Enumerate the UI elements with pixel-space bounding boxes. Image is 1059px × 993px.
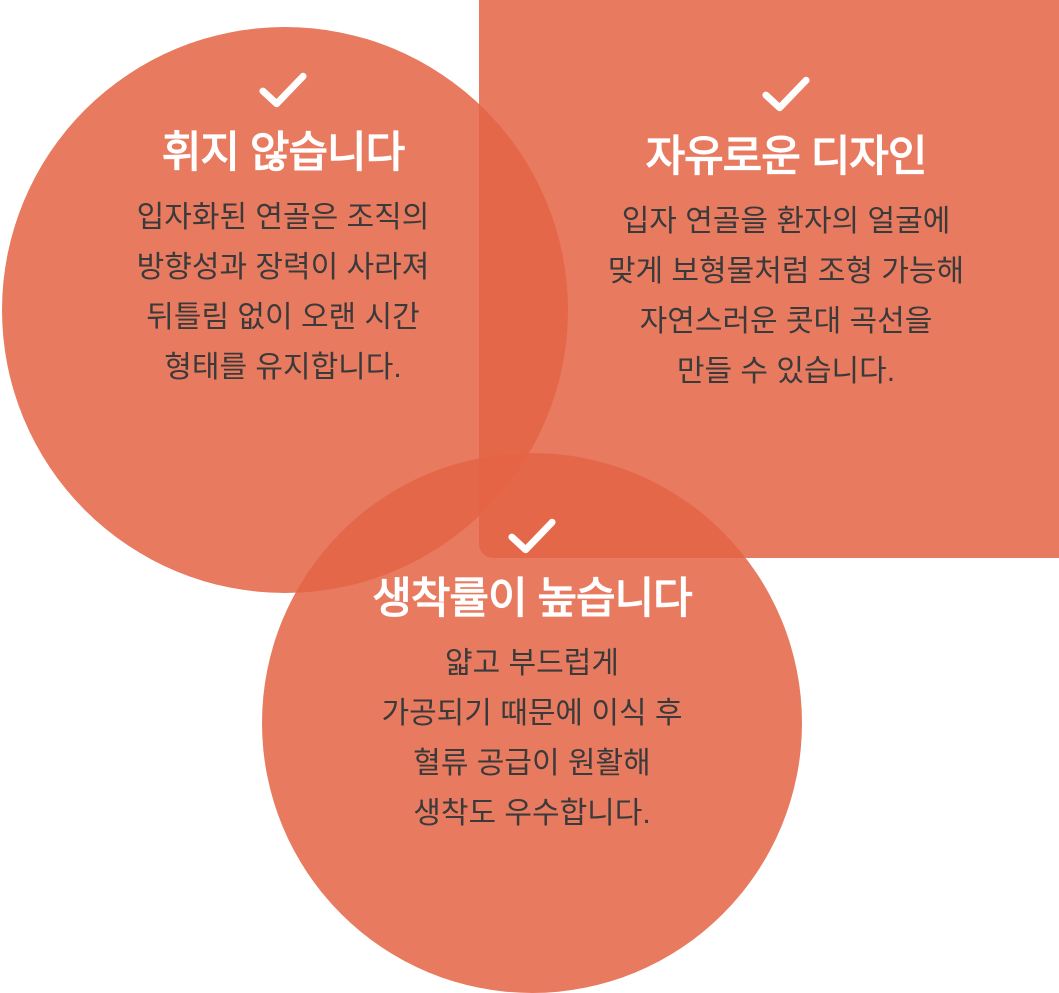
bottom-circle-shape bbox=[262, 453, 802, 993]
card-heading: 자유로운 디자인 bbox=[645, 133, 928, 181]
card-high-survival: 생착률이 높습니다 얇고 부드럽게 가공되기 때문에 이식 후 혈류 공급이 원… bbox=[322, 518, 742, 839]
card-heading: 생착률이 높습니다 bbox=[372, 575, 692, 623]
top-left-circle-shape bbox=[2, 27, 568, 593]
card-free-design: 자유로운 디자인 입자 연골을 환자의 얼굴에 맞게 보형물처럼 조형 가능해 … bbox=[566, 76, 1006, 397]
card-heading: 휘지 않습니다 bbox=[161, 129, 405, 177]
card-body-text: 입자 연골을 환자의 얼굴에 맞게 보형물처럼 조형 가능해 자연스러운 콧대 … bbox=[607, 205, 965, 389]
card-body-text: 얇고 부드럽게 가공되기 때문에 이식 후 혈류 공급이 원활해 생착도 우수합… bbox=[381, 647, 683, 831]
check-icon bbox=[762, 76, 810, 112]
card-no-warping: 휘지 않습니다 입자화된 연골은 조직의 방향성과 장력이 사라져 뒤틀림 없이… bbox=[83, 72, 483, 393]
check-icon bbox=[259, 72, 307, 108]
card-body-text: 입자화된 연골은 조직의 방향성과 장력이 사라져 뒤틀림 없이 오랜 시간 형… bbox=[136, 201, 430, 385]
check-icon bbox=[508, 518, 556, 554]
rounded-square-shape bbox=[479, 0, 1059, 558]
